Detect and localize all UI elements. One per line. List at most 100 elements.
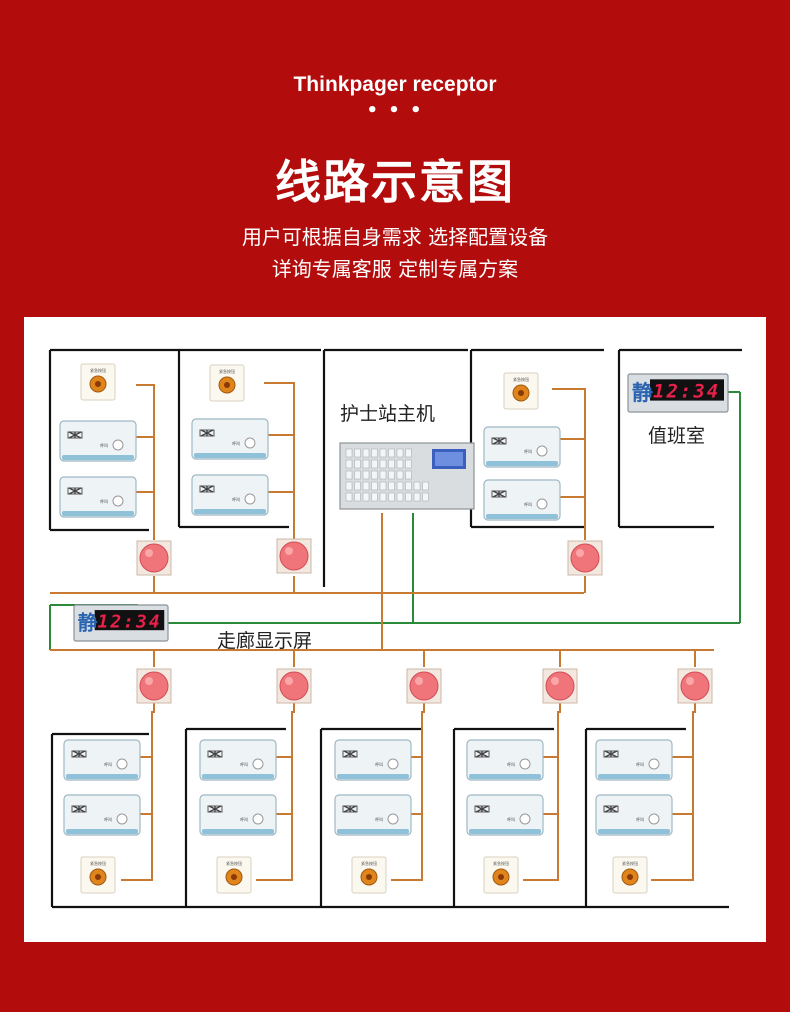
bed-call-unit: 呼叫 — [334, 739, 412, 781]
host-key — [413, 481, 421, 491]
emergency-button: 紧急按钮 — [503, 372, 539, 410]
call-button-icon — [519, 758, 531, 770]
quiet-sign-text: 静 — [78, 611, 98, 634]
bed-unit-body — [199, 739, 277, 781]
speaker-grille-icon — [603, 750, 619, 758]
bed-unit-base — [337, 774, 409, 779]
emergency-button-center-icon — [231, 874, 237, 880]
host-key — [413, 492, 421, 502]
speaker-grille-icon — [343, 750, 357, 758]
clock-digits-text: 12:34 — [653, 381, 720, 403]
host-key — [396, 481, 404, 491]
corridor-call-light — [276, 538, 312, 574]
bed-unit-base — [486, 514, 558, 519]
call-button-icon — [536, 498, 548, 510]
bed-unit-base — [194, 509, 266, 514]
speaker-grille-icon — [199, 485, 215, 493]
speaker-grille-icon — [207, 750, 223, 758]
emergency-button: 紧急按钮 — [483, 856, 519, 894]
led-display-screen — [650, 379, 724, 401]
call-button-icon — [387, 813, 399, 825]
bed-unit-body — [483, 479, 561, 521]
corridor-call-light — [276, 668, 312, 704]
bed-unit-mark: 呼叫 — [240, 761, 248, 767]
host-key — [388, 448, 395, 458]
bed-unit-body — [466, 739, 544, 781]
emergency-button-center-icon — [518, 390, 524, 396]
bed-unit-mark: 呼叫 — [240, 816, 248, 822]
corridor-call-light — [567, 540, 603, 576]
call-button-icon — [648, 813, 660, 825]
emergency-button-label: 紧急按钮 — [219, 368, 235, 374]
bed-unit-body — [466, 794, 544, 836]
bed-unit-mark: 呼叫 — [232, 440, 240, 446]
call-button-icon — [116, 758, 128, 770]
bed-call-unit: 呼叫 — [63, 739, 141, 781]
call-light-dome-icon — [279, 541, 309, 571]
call-light-shine-icon — [686, 677, 694, 685]
emergency-button: 紧急按钮 — [612, 856, 648, 894]
bed-unit-base — [202, 774, 274, 779]
header-title: 线路示意图 — [275, 155, 515, 209]
speaker-grille-icon — [68, 431, 82, 439]
call-light-dome-icon — [680, 671, 710, 701]
bed-call-unit: 呼叫 — [483, 479, 561, 521]
call-light-shine-icon — [145, 549, 153, 557]
call-button-icon — [387, 758, 399, 770]
quiet-sign-text: 静 — [632, 381, 653, 405]
host-key — [354, 492, 361, 502]
speaker-grille-icon — [200, 485, 214, 493]
speaker-grille-icon — [603, 805, 619, 813]
bed-unit-base — [202, 829, 274, 834]
call-light-dome-icon — [139, 671, 169, 701]
room-wire — [552, 388, 586, 540]
call-light-dome-icon — [570, 543, 600, 573]
host-key — [379, 470, 387, 480]
bed-call-unit: 呼叫 — [595, 794, 673, 836]
header-description-line1: 用户可根据自身需求 选择配置设备 — [241, 225, 549, 249]
room-walls — [48, 348, 742, 909]
bed-unit-body — [483, 426, 561, 468]
host-key — [362, 459, 370, 469]
speaker-grille-icon — [342, 805, 358, 813]
call-light-dome-icon — [279, 671, 309, 701]
call-light-shine-icon — [285, 547, 293, 555]
speaker-grille-icon — [72, 750, 86, 758]
call-button-icon — [244, 493, 256, 505]
host-key — [405, 448, 412, 458]
call-light-dome-icon — [409, 671, 439, 701]
emergency-button-label: 紧急按钮 — [361, 860, 377, 866]
room-wire — [136, 384, 155, 540]
host-key — [379, 481, 387, 491]
speaker-grille-icon — [604, 805, 618, 813]
emergency-button: 紧急按钮 — [80, 856, 116, 894]
room-wire — [256, 702, 295, 881]
bed-unit-body — [191, 474, 269, 516]
bed-unit-mark: 呼叫 — [375, 761, 383, 767]
host-key — [362, 492, 370, 502]
call-button-icon — [112, 439, 124, 451]
speaker-grille-icon — [474, 805, 490, 813]
host-key — [362, 448, 370, 458]
bed-unit-base — [62, 511, 134, 516]
header-subtitle-en: Thinkpager receptor — [293, 73, 497, 96]
bed-unit-body — [59, 476, 137, 518]
emergency-button-center-icon — [498, 874, 504, 880]
clock-digits-text: 12:34 — [98, 611, 162, 632]
speaker-grille-icon — [604, 750, 618, 758]
host-key — [422, 481, 429, 491]
host-key — [371, 470, 378, 480]
call-light-shine-icon — [285, 677, 293, 685]
host-key — [362, 470, 370, 480]
bed-unit-body — [199, 794, 277, 836]
host-key — [388, 459, 395, 469]
emergency-button-label: 紧急按钮 — [226, 860, 242, 866]
bed-call-unit: 呼叫 — [199, 739, 277, 781]
call-button-icon — [252, 813, 264, 825]
emergency-button-center-icon — [627, 874, 633, 880]
host-key — [371, 459, 378, 469]
